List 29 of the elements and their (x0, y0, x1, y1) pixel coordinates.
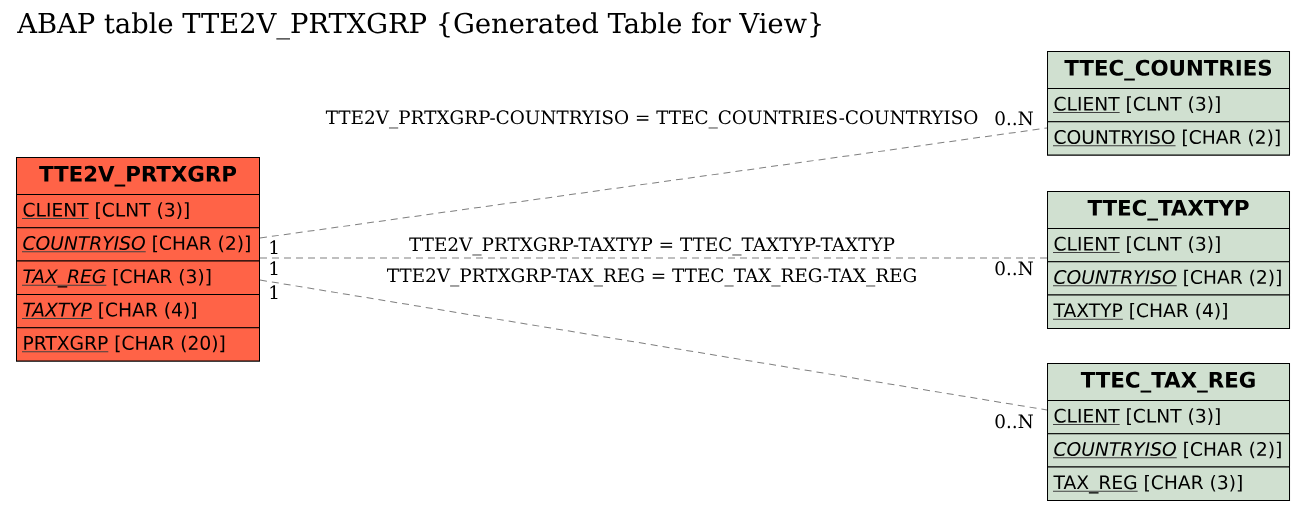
table-row: COUNTRYISO [CHAR (2)] (1047, 121, 1290, 156)
table-row: TAXTYP [CHAR (4)] (1047, 294, 1290, 329)
table: TTE2V_PRTXGRP CLIENT [CLNT (3)] COUNTRYISO [CHAR (2)] TAX_REG [CHAR (3)] TAXTYP [CHAR (4)] PRTXGRP [CHAR (20)] (16, 157, 260, 362)
table-row: COUNTRYISO [CHAR (2)] (1047, 261, 1290, 296)
cardinality-label: 1 (270, 285, 278, 299)
cardinality-label: 0..N (995, 261, 1033, 276)
table: TTEC_COUNTRIES CLIENT [CLNT (3)] COUNTRYISO [CHAR (2)] (1047, 51, 1290, 156)
edge-label: TTE2V_PRTXGRP-TAXTYP = TTEC_TAXTYP-TAXTYP (407, 236, 897, 257)
title: ABAP table TTE2V_PRTXGRP {Generated Table for View} (17, 12, 821, 40)
table-row: TAX_REG [CHAR (3)] (16, 260, 260, 295)
table-row: CLIENT [CLNT (3)] (1047, 228, 1290, 263)
cardinality-label: 1 (270, 240, 278, 254)
table-row: CLIENT [CLNT (3)] (1047, 88, 1290, 123)
table: TTEC_TAX_REG CLIENT [CLNT (3)] COUNTRYISO [CHAR (2)] TAX_REG [CHAR (3)] (1047, 363, 1290, 501)
connector (259, 127, 1048, 239)
cardinality-label: 0..N (995, 111, 1033, 126)
table-row: CLIENT [CLNT (3)] (16, 194, 260, 229)
table: TTEC_TAXTYP CLIENT [CLNT (3)] COUNTRYISO [CHAR (2)] TAXTYP [CHAR (4)] (1047, 191, 1290, 329)
table-row: CLIENT [CLNT (3)] (1047, 400, 1290, 435)
table-row: TAXTYP [CHAR (4)] (16, 293, 260, 329)
edge-label: TTE2V_PRTXGRP-COUNTRYISO = TTEC_COUNTRIES-COUNTRYISO (324, 109, 980, 130)
table-row: COUNTRYISO [CHAR (2)] (1047, 433, 1290, 468)
table-row: PRTXGRP [CHAR (20)] (16, 327, 260, 362)
table-row: COUNTRYISO [CHAR (2)] (16, 227, 260, 262)
edge-label: TTE2V_PRTXGRP-TAX_REG = TTEC_TAX_REG-TAX_REG (385, 267, 919, 288)
connector (259, 257, 1048, 259)
cardinality-label: 1 (270, 261, 278, 275)
cardinality-label: 0..N (995, 414, 1033, 429)
table-row: TAX_REG [CHAR (3)] (1047, 466, 1290, 501)
